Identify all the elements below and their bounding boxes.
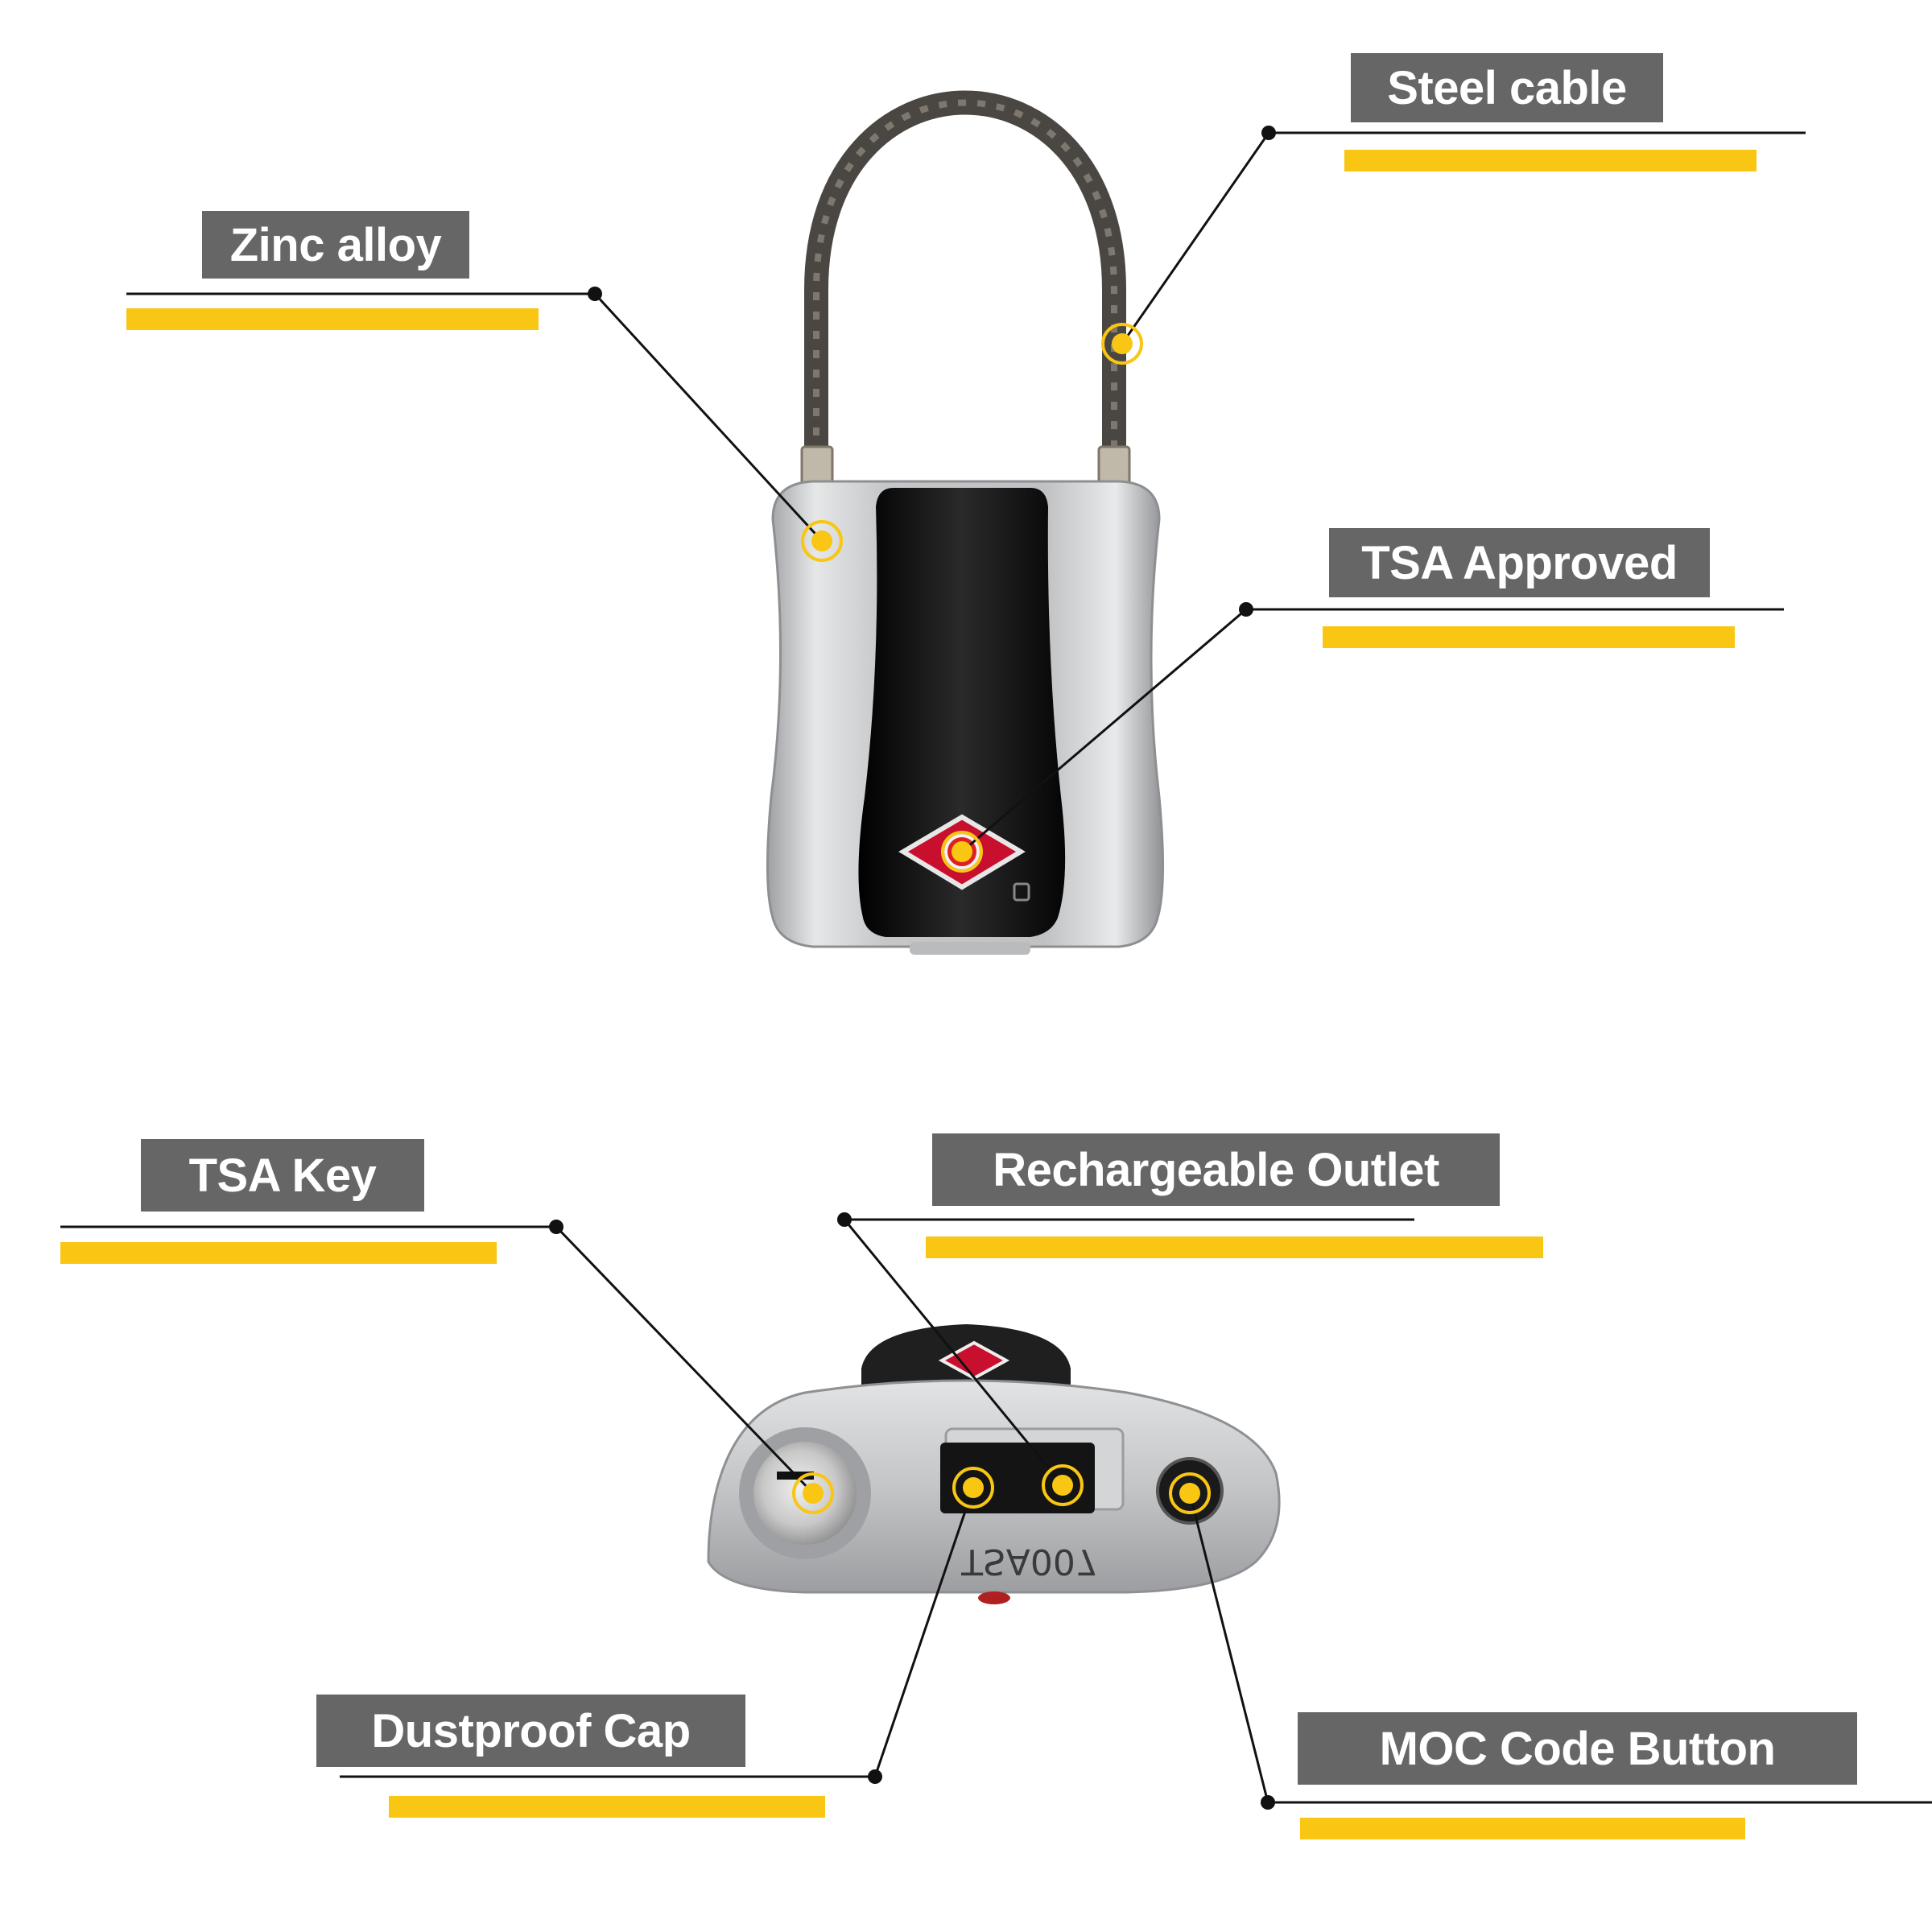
black-front-panel	[858, 488, 1066, 937]
target-markers	[792, 323, 1211, 1514]
leader-zinc-alloy	[126, 292, 824, 543]
dot-zinc-alloy	[588, 287, 602, 301]
dot-tsa-approved	[1239, 602, 1253, 617]
accent-bar-steel-cable	[1344, 150, 1757, 171]
leader-end-dots	[549, 126, 1276, 1810]
marker-moc-code-button	[1169, 1472, 1211, 1514]
marker-tsa-approved	[941, 831, 983, 873]
small-lock-icon	[1013, 882, 1030, 902]
leader-tsa-key	[60, 1225, 815, 1495]
marker-zinc-alloy	[801, 520, 843, 562]
dot-tsa-key	[549, 1220, 564, 1234]
dot-moc-code-button	[1261, 1795, 1275, 1810]
padlock-front-view	[766, 90, 1165, 955]
marker-rechargeable-outlet	[1042, 1464, 1084, 1506]
red-accent-under	[978, 1591, 1010, 1604]
label-dustproof-cap: Dustproof Cap	[316, 1695, 745, 1767]
dot-steel-cable	[1261, 126, 1276, 140]
dot-dustproof-cap	[868, 1769, 882, 1784]
label-moc-code-button: MOC Code Button	[1298, 1712, 1857, 1785]
marker-tsa-key	[792, 1472, 834, 1514]
padlock-bottom-view: TSA007	[707, 1324, 1281, 1604]
dot-rechargeable-outlet	[837, 1212, 852, 1227]
label-zinc-alloy: Zinc alloy	[202, 211, 469, 279]
accent-bar-rechargeable-outlet	[926, 1236, 1543, 1258]
cable-strand-highlight	[813, 99, 1117, 455]
body-bottom-lip	[910, 942, 1030, 955]
label-tsa-key: TSA Key	[141, 1139, 424, 1212]
label-steel-cable: Steel cable	[1351, 53, 1663, 122]
accent-bar-zinc-alloy	[126, 308, 539, 330]
marker-steel-cable	[1101, 323, 1143, 365]
accent-bar-moc-code-button	[1300, 1818, 1745, 1839]
label-tsa-approved: TSA Approved	[1329, 528, 1710, 597]
accent-bar-tsa-approved	[1323, 626, 1735, 648]
accent-bar-tsa-key	[60, 1242, 497, 1264]
tsa-engraving-mirror: TSA007	[960, 1541, 1098, 1582]
lock-engraving-text: TSA007	[960, 1541, 1098, 1582]
accent-bar-dustproof-cap	[389, 1796, 825, 1818]
label-rechargeable-outlet: Rechargeable Outlet	[932, 1133, 1500, 1206]
marker-dustproof-cap	[952, 1467, 994, 1509]
